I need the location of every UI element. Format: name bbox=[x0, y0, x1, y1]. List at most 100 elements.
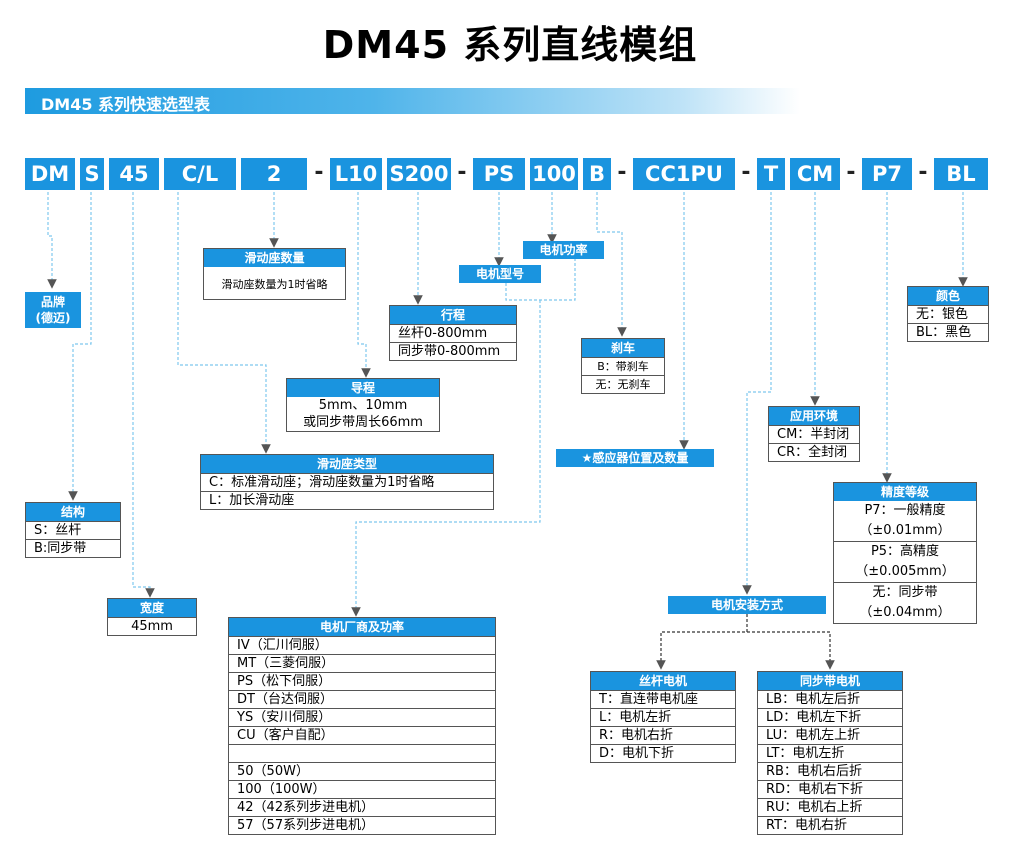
mounting-label: 电机安装方式 bbox=[668, 596, 826, 614]
code-cl: C/L bbox=[164, 158, 236, 190]
code-bl: BL bbox=[934, 158, 988, 190]
brake-header: 刹车 bbox=[582, 339, 664, 357]
belt-motor-header: 同步带电机 bbox=[758, 672, 902, 690]
slider-count-box: 滑动座数量 滑动座数量为1时省略 bbox=[203, 248, 346, 300]
precision-box: 精度等级 P7：一般精度 （±0.01mm） P5：高精度 （±0.005mm）… bbox=[833, 482, 977, 624]
brake-box: 刹车 B：带刹车 无：无刹车 bbox=[581, 338, 665, 394]
motor-maker-row: PS（松下伺服） bbox=[229, 672, 495, 690]
width-row: 45mm bbox=[108, 617, 196, 635]
code-l10: L10 bbox=[330, 158, 382, 190]
screw-motor-row: T：直连带电机座 bbox=[591, 690, 735, 708]
belt-motor-row: RU：电机右上折 bbox=[758, 798, 902, 816]
code-s200: S200 bbox=[387, 158, 451, 190]
code-cc1pu: CC1PU bbox=[633, 158, 735, 190]
code-cm: CM bbox=[790, 158, 840, 190]
belt-motor-row: LB：电机左后折 bbox=[758, 690, 902, 708]
sensor-label: ★感应器位置及数量 bbox=[556, 449, 714, 467]
code-2: 2 bbox=[241, 158, 307, 190]
motor-maker-row: MT（三菱伺服） bbox=[229, 654, 495, 672]
brake-row: B：带刹车 bbox=[582, 357, 664, 375]
code-100: 100 bbox=[530, 158, 578, 190]
screw-motor-header: 丝杆电机 bbox=[591, 672, 735, 690]
precision-row: （±0.04mm） bbox=[859, 605, 951, 620]
belt-motor-row: LU：电机左上折 bbox=[758, 726, 902, 744]
color-row: 无：银色 bbox=[908, 305, 988, 323]
slider-type-box: 滑动座类型 C：标准滑动座；滑动座数量为1时省略 L：加长滑动座 bbox=[200, 454, 494, 510]
width-header: 宽度 bbox=[108, 599, 196, 617]
lead-row: 或同步带周长66mm bbox=[303, 415, 423, 430]
code-dash: - bbox=[918, 160, 928, 185]
motor-maker-row bbox=[229, 744, 495, 762]
brand-sub: (德迈) bbox=[35, 311, 71, 325]
slider-count-header: 滑动座数量 bbox=[204, 249, 345, 267]
lead-row: 5mm、10mm bbox=[318, 398, 408, 413]
screw-motor-row: R：电机右折 bbox=[591, 726, 735, 744]
brand-label: 品牌 (德迈) bbox=[25, 292, 81, 328]
screw-motor-row: L：电机左折 bbox=[591, 708, 735, 726]
width-box: 宽度 45mm bbox=[107, 598, 197, 636]
precision-row: （±0.01mm） bbox=[859, 523, 951, 538]
lead-box: 导程 5mm、10mm 或同步带周长66mm bbox=[286, 378, 440, 432]
color-header: 颜色 bbox=[908, 287, 988, 305]
motor-maker-row: IV（汇川伺服） bbox=[229, 636, 495, 654]
stroke-row: 同步带0-800mm bbox=[390, 342, 516, 360]
code-b: B bbox=[583, 158, 611, 190]
precision-header: 精度等级 bbox=[834, 483, 976, 501]
code-s: S bbox=[80, 158, 104, 190]
subtitle-bar: DM45 系列快速选型表 bbox=[25, 88, 800, 114]
code-dash: - bbox=[457, 160, 467, 185]
motor-model-label: 电机型号 bbox=[459, 265, 541, 283]
structure-row: S：丝杆 bbox=[26, 521, 120, 539]
precision-row: P7：一般精度 bbox=[864, 503, 946, 518]
color-box: 颜色 无：银色 BL：黑色 bbox=[907, 286, 989, 342]
slider-type-row: L：加长滑动座 bbox=[201, 491, 493, 509]
color-row: BL：黑色 bbox=[908, 323, 988, 341]
slider-type-header: 滑动座类型 bbox=[201, 455, 493, 473]
belt-motor-row: RD：电机右下折 bbox=[758, 780, 902, 798]
code-dash: - bbox=[846, 160, 856, 185]
stroke-header: 行程 bbox=[390, 306, 516, 324]
page-title: DM45 系列直线模组 bbox=[322, 23, 698, 67]
motor-maker-header: 电机厂商及功率 bbox=[229, 618, 495, 636]
brake-row: 无：无刹车 bbox=[582, 375, 664, 393]
motor-maker-row: 57（57系列步进电机） bbox=[229, 816, 495, 834]
code-45: 45 bbox=[109, 158, 159, 190]
lead-header: 导程 bbox=[287, 379, 439, 397]
environment-header: 应用环境 bbox=[769, 407, 859, 425]
structure-header: 结构 bbox=[26, 503, 120, 521]
environment-box: 应用环境 CM：半封闭 CR：全封闭 bbox=[768, 406, 860, 462]
motor-maker-row: 50（50W） bbox=[229, 762, 495, 780]
precision-row: （±0.005mm） bbox=[855, 564, 955, 579]
motor-maker-row: 42（42系列步进电机） bbox=[229, 798, 495, 816]
subtitle: DM45 系列快速选型表 bbox=[41, 95, 211, 114]
motor-maker-row: YS（安川伺服） bbox=[229, 708, 495, 726]
brand-header: 品牌 bbox=[40, 295, 65, 309]
belt-motor-row: RT：电机右折 bbox=[758, 816, 902, 834]
code-p7: P7 bbox=[862, 158, 912, 190]
code-dash: - bbox=[314, 160, 324, 185]
belt-motor-box: 同步带电机 LB：电机左后折 LD：电机左下折 LU：电机左上折 LT：电机左折… bbox=[757, 671, 903, 835]
code-dash: - bbox=[741, 160, 751, 185]
motor-power-label: 电机功率 bbox=[523, 241, 604, 259]
belt-motor-row: RB：电机右后折 bbox=[758, 762, 902, 780]
motor-maker-box: 电机厂商及功率 IV（汇川伺服） MT（三菱伺服） PS（松下伺服） DT（台达… bbox=[228, 617, 496, 835]
slider-count-row: 滑动座数量为1时省略 bbox=[221, 278, 328, 291]
environment-row: CR：全封闭 bbox=[769, 443, 859, 461]
stroke-row: 丝杆0-800mm bbox=[390, 324, 516, 342]
belt-motor-row: LT：电机左折 bbox=[758, 744, 902, 762]
screw-motor-box: 丝杆电机 T：直连带电机座 L：电机左折 R：电机右折 D：电机下折 bbox=[590, 671, 736, 763]
structure-box: 结构 S：丝杆 B:同步带 bbox=[25, 502, 121, 558]
environment-row: CM：半封闭 bbox=[769, 425, 859, 443]
motor-maker-row: DT（台达伺服） bbox=[229, 690, 495, 708]
precision-row: 无：同步带 bbox=[834, 582, 976, 603]
slider-type-row: C：标准滑动座；滑动座数量为1时省略 bbox=[201, 473, 493, 491]
code-dash: - bbox=[617, 160, 627, 185]
motor-maker-row: CU（客户自配） bbox=[229, 726, 495, 744]
code-t: T bbox=[757, 158, 785, 190]
code-ps: PS bbox=[473, 158, 525, 190]
precision-row: P5：高精度 bbox=[834, 541, 976, 562]
screw-motor-row: D：电机下折 bbox=[591, 744, 735, 762]
belt-motor-row: LD：电机左下折 bbox=[758, 708, 902, 726]
